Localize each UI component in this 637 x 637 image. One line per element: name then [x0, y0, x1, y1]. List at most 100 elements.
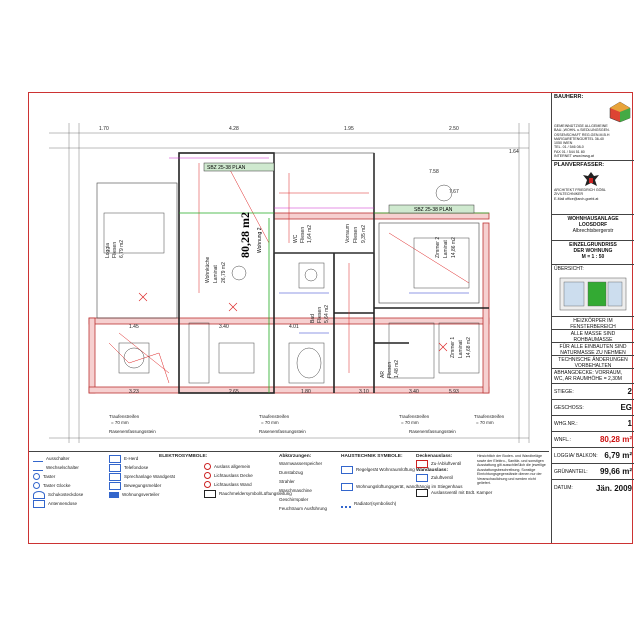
room-zimmer1-size: 14,68 m2: [466, 337, 472, 358]
drip-width-2: = 70 mm: [261, 420, 279, 425]
room-ar-size: 1,48 m2: [394, 360, 400, 378]
outlet-valve-icon: [416, 488, 428, 497]
radiator-icon: [341, 500, 351, 508]
note-3: FÜR ALLE EINBAUTEN SIND NATURMASSE ZU NE…: [552, 343, 634, 356]
legend-col-2: ELEKTROSYMBOLE: E-Herd Telefondose Sprec…: [109, 454, 207, 499]
disclaimer: Hinsichtlich der Boden- und Wandbeläge s…: [477, 454, 546, 485]
dim-1: 1.70: [99, 126, 109, 132]
abbreviations-title: Abkürzungen:: [279, 454, 312, 459]
socket-icon: [33, 490, 45, 499]
haustechnik-title: HAUSTECHNIK SYMBOLE:: [341, 454, 403, 459]
room-zimmer2-size: 14,86 m2: [451, 237, 457, 258]
dim-10: 3.23: [129, 389, 139, 395]
room-wohnkueche-size: 26,79 m2: [221, 262, 227, 283]
lawn-label-2: Rasenemfassungsstein: [259, 429, 306, 434]
dim-6: 3.40: [219, 324, 229, 330]
dim-14: 7.67: [449, 189, 459, 195]
dim-11: 2.65: [229, 389, 239, 395]
dim-7: 4.01: [289, 324, 299, 330]
lawn-label-3: Rasenemfassungsstein: [409, 429, 456, 434]
ceiling-light-icon: [204, 472, 211, 480]
planverfasser-label: PLANVERFASSER:: [554, 162, 605, 168]
ventilation-unit-icon: [341, 482, 353, 491]
drip-width-4: = 70 mm: [476, 420, 494, 425]
bauherr-section: BAUHERR: GEMEINNÜTZIGE ALLGEMEINE BAU-,W…: [552, 93, 634, 161]
overview-label: ÜBERSICHT:: [554, 266, 584, 272]
drawing-sheet: SBZ 25-38 PLAN SBZ 25-38 PLAN 80,28 m2 W…: [28, 92, 634, 544]
project-section: WOHNHAUSANLAGE LOOSDORF Albrechtsbergers…: [552, 215, 634, 241]
room-zimmer2-name: Zimmer 2: [435, 237, 441, 258]
field-whg-nr: WHG.NR.:1: [552, 416, 634, 432]
room-vorraum-size: 9,35 m2: [361, 225, 367, 243]
switch-icon: [33, 455, 43, 463]
sbz-label-2: SBZ 25-38 PLAN: [414, 207, 453, 213]
sbz-label-1: SBZ 25-38 PLAN: [207, 165, 246, 171]
drip-label-1: Traufenstreifen: [109, 414, 140, 419]
dim-3: 1.95: [344, 126, 354, 132]
legend-col-6: Deckenauslass: Zu-/Abluftventil Wandausl…: [416, 454, 493, 497]
planverfasser-text: ARCHITEKT FRIEDRICH GÖBL ZIVILTECHNIKER …: [554, 188, 606, 201]
overview-section: ÜBERSICHT:: [552, 265, 634, 317]
note-2: ALLE MASSE SIND ROHBAUMASSE: [552, 330, 634, 343]
distribution-board-icon: [109, 491, 119, 498]
dim-8: 5.93: [449, 389, 459, 395]
overview-minimap: [559, 277, 627, 311]
bauherr-text: GEMEINNÜTZIGE ALLGEMEINE BAU-,WOHN- u.SI…: [554, 124, 610, 159]
room-wc-floor: Fliesen: [300, 227, 306, 243]
field-geschoss: GESCHOSS:EG: [552, 400, 634, 416]
room-wc-size: 1,64 m2: [307, 225, 313, 243]
legend-col-3: Auslass allgemein Lichtauslass Decke Lic…: [204, 462, 292, 498]
area-label: 80,28 m2: [238, 212, 252, 258]
room-bad-floor: Fliesen: [317, 307, 323, 323]
phone-socket-icon: [109, 463, 121, 472]
wall-vent-icon: [416, 473, 428, 482]
room-vorraum-name: Vorraum: [345, 224, 351, 243]
outlet-general-icon: [204, 463, 211, 471]
scale: M = 1 : 50: [581, 254, 605, 260]
field-wnfl: WNFL.:80,28 m²: [552, 432, 634, 448]
room-loggia-name: Loggia: [105, 243, 111, 258]
lawn-label-1: Rasenemfassungsstein: [109, 429, 156, 434]
antenna-socket-icon: [33, 499, 45, 508]
dim-5: 1.45: [129, 324, 139, 330]
room-loggia-floor: Fliesen: [112, 242, 118, 258]
dim-9: 3.10: [359, 389, 369, 395]
dim-16: 7.58: [429, 169, 439, 175]
changeover-switch-icon: [33, 464, 43, 472]
drip-width-3: = 70 mm: [401, 420, 419, 425]
dim-12: 1.80: [301, 389, 311, 395]
drip-width-1: = 70 mm: [111, 420, 129, 425]
dim-4: 2.50: [449, 126, 459, 132]
room-ar-floor: Fliesen: [387, 362, 393, 378]
note-1: HEIZKÖRPER IM FENSTERBEREICH: [552, 317, 634, 330]
bwsg-logo-icon: [609, 101, 631, 123]
dim-15: 1.64: [509, 149, 519, 155]
intercom-icon: [109, 472, 121, 481]
room-zimmer1-name: Zimmer 1: [450, 337, 456, 358]
room-bad-size: 5,64 m2: [324, 305, 330, 323]
room-bad-name: Bad: [310, 314, 316, 323]
room-vorraum-floor: Fliesen: [353, 227, 359, 243]
push-button-icon: [33, 473, 40, 481]
room-ar-name: AR: [380, 371, 386, 378]
ceiling-note: ABHANGDECKE: VORRAUM, WC, AR RAUMHÖHE = …: [552, 369, 634, 384]
drip-label-2: Traufenstreifen: [259, 414, 290, 419]
room-zimmer2-floor: Laminat: [443, 240, 449, 258]
drip-label-4: Traufenstreifen: [474, 414, 505, 419]
legend-col-5: HAUSTECHNIK SYMBOLE: Regelgerät Wohnraum…: [341, 454, 463, 508]
field-datum: DATUM:Jän. 2009: [554, 483, 632, 493]
ventilation-control-icon: [341, 465, 353, 474]
field-stiege: STIEGE:2: [552, 384, 634, 400]
note-4: TECHNISCHE ÄNDERUNGEN VORBEHALTEN: [552, 356, 634, 369]
drip-label-3: Traufenstreifen: [399, 414, 430, 419]
dim-2: 4.28: [229, 126, 239, 132]
bell-button-icon: [33, 482, 40, 490]
field-gruenanteil: GRÜNANTEIL:99,66 m²: [552, 464, 634, 480]
planverfasser-section: PLANVERFASSER: ARCHITEKT FRIEDRICH GÖBL …: [552, 161, 634, 215]
dim-13: 3.40: [409, 389, 419, 395]
smoke-detector-icon: [204, 489, 216, 498]
wall-light-icon: [204, 481, 211, 489]
room-zimmer1-floor: Laminat: [458, 340, 464, 358]
ceiling-vent-icon: [416, 459, 428, 468]
stove-icon: [109, 454, 121, 463]
